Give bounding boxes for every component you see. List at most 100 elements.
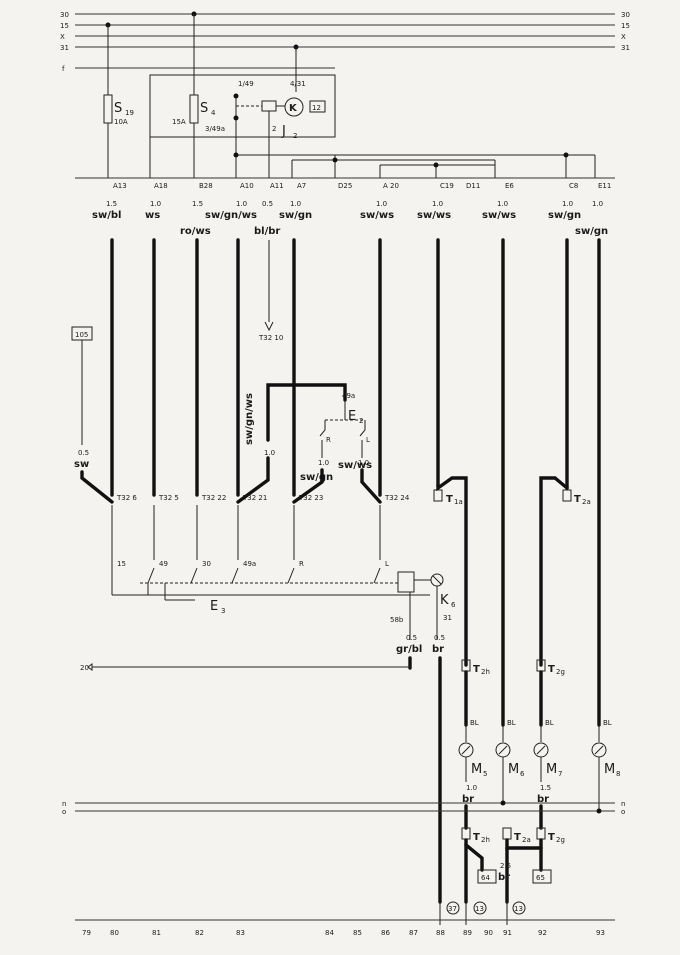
- track-90: 90: [484, 929, 493, 937]
- bottom-boxes: 64 65: [477, 869, 552, 884]
- t32-23: T32 23: [298, 494, 323, 502]
- s19-sub: 19: [125, 109, 134, 117]
- relay-pin-431: 4/31: [290, 80, 306, 88]
- t2h-top-label: T: [473, 664, 480, 675]
- e2-right-color: sw/ws: [338, 460, 372, 471]
- ref-105-label: 105: [75, 331, 88, 339]
- mid-vert-color: sw/gn/ws: [244, 393, 255, 445]
- lower-wire-0-size: 0.5: [406, 634, 417, 642]
- connector-t2h-bot: T 2h: [461, 827, 490, 904]
- bl-labels: BL BL BL BL: [465, 719, 612, 742]
- k6-pin-31: 31: [443, 614, 452, 622]
- motor-m5: M 5 1.0 br: [458, 742, 487, 830]
- rail-30-left: 30: [60, 11, 69, 19]
- t32-10-label: T32 10: [258, 334, 283, 342]
- circle-13b: [512, 901, 526, 915]
- mid-left-size: 0.5: [78, 449, 89, 457]
- s19-label: S: [114, 101, 122, 116]
- wire-8-size: 1.0: [497, 200, 508, 208]
- rail-o-left: o: [62, 808, 66, 816]
- circle-13a-label: 13: [475, 905, 484, 913]
- bl-1: BL: [507, 719, 516, 727]
- track-80: 80: [110, 929, 119, 937]
- e2-r: R: [326, 436, 331, 444]
- k6-label: K: [440, 593, 449, 608]
- track-84: 84: [325, 929, 334, 937]
- connector-t2a-bot: T 2a 2.5 br: [498, 827, 543, 904]
- t32-5: T32 5: [158, 494, 179, 502]
- e3-sub: 3: [221, 607, 225, 615]
- fuse-s19: S 19 10A: [103, 25, 134, 178]
- circled-refs: 37 13 13: [439, 901, 526, 925]
- pin-a20: A 20: [383, 182, 399, 190]
- e3-pin-15: 15: [117, 560, 126, 568]
- track-87: 87: [409, 929, 418, 937]
- relay-coil-icon: [284, 97, 304, 117]
- bottom-wire-size: 2.5: [500, 862, 511, 870]
- upper-bus-links: [233, 152, 596, 178]
- s4-label: S: [200, 101, 208, 116]
- mid-left-color: sw: [74, 459, 89, 470]
- track-85: 85: [353, 929, 362, 937]
- lower-wire-1-color: br: [432, 644, 444, 655]
- wire-10-size: 1.0: [592, 200, 603, 208]
- t2a-top-label: T: [574, 494, 581, 505]
- k6-sub: 6: [451, 601, 456, 609]
- pin-a11: A11: [270, 182, 284, 190]
- e2-left-size: 1.0: [318, 459, 329, 467]
- switch-e3: 15 49 30 49a R L E 3: [111, 560, 430, 615]
- lamp-k6: K 6 58b 31 0.5 gr/bl 0.5 br: [390, 573, 456, 904]
- t32-21: T32 21: [242, 494, 267, 502]
- track-93: 93: [596, 929, 605, 937]
- rail-31-right: 31: [621, 44, 630, 52]
- wire-6-size: 1.0: [376, 200, 387, 208]
- wire-10-color: sw/gn: [575, 226, 608, 237]
- wire-5-color: sw/gn: [279, 210, 312, 221]
- track-92: 92: [538, 929, 547, 937]
- relay-j2: K 12 1/49 4/31 3/49a 2 J 2: [149, 47, 336, 178]
- e2-label: E: [348, 409, 356, 424]
- e3-pin-l: L: [385, 560, 389, 568]
- rail-x-right: X: [621, 33, 626, 41]
- track-82: 82: [195, 929, 204, 937]
- ref-20-label: 20: [80, 664, 89, 672]
- wire-2-size: 1.5: [192, 200, 203, 208]
- e3-label: E: [210, 599, 218, 614]
- ref-20: 20: [80, 663, 410, 672]
- rail-x-left: X: [60, 33, 65, 41]
- wire-7-color: sw/ws: [417, 210, 451, 221]
- relay-pin-box: [309, 100, 326, 113]
- m7-label: M: [546, 762, 557, 777]
- t2h-bot-sub: 2h: [481, 836, 490, 844]
- m5-label: M: [471, 762, 482, 777]
- connector-t2g-top: T 2g: [536, 659, 565, 727]
- relay-pin-349a: 3/49a: [205, 125, 225, 133]
- wire-9-color: sw/gn: [548, 210, 581, 221]
- wire-6-color: sw/ws: [360, 210, 394, 221]
- m6-label: M: [508, 762, 519, 777]
- e3-pin-49: 49: [159, 560, 168, 568]
- connector-t2g-bot: T 2g: [536, 827, 565, 872]
- m7-sub: 7: [558, 770, 562, 778]
- t2h-bot-label: T: [473, 832, 480, 843]
- wire-labels: 1.5 sw/bl 1.0 ws 1.5 ro/ws 1.0 sw/gn/ws …: [92, 200, 608, 237]
- m8-sub: 8: [616, 770, 620, 778]
- t32-24: T32 24: [384, 494, 410, 502]
- circle-13a: [473, 901, 487, 915]
- wire-8-color: sw/ws: [482, 210, 516, 221]
- t2g-top-sub: 2g: [556, 668, 565, 676]
- track-91: 91: [503, 929, 512, 937]
- t2g-bot-label: T: [548, 832, 555, 843]
- e2-right-size: 1.0: [358, 459, 369, 467]
- motor-wire-1-size: 1.5: [540, 784, 551, 792]
- t2a-top-sub: 2a: [582, 498, 591, 506]
- motor-m6: M 6: [495, 742, 525, 802]
- relay-k-label: K: [289, 103, 298, 114]
- m6-sub: 6: [520, 770, 525, 778]
- motor-wire-0-size: 1.0: [466, 784, 477, 792]
- wire-1-size: 1.0: [150, 200, 161, 208]
- e2-sub: 2: [359, 417, 363, 425]
- t32-row: T32 6 T32 5 T32 22 T32 21 T32 23 T32 24: [111, 494, 410, 560]
- t32-6: T32 6: [116, 494, 137, 502]
